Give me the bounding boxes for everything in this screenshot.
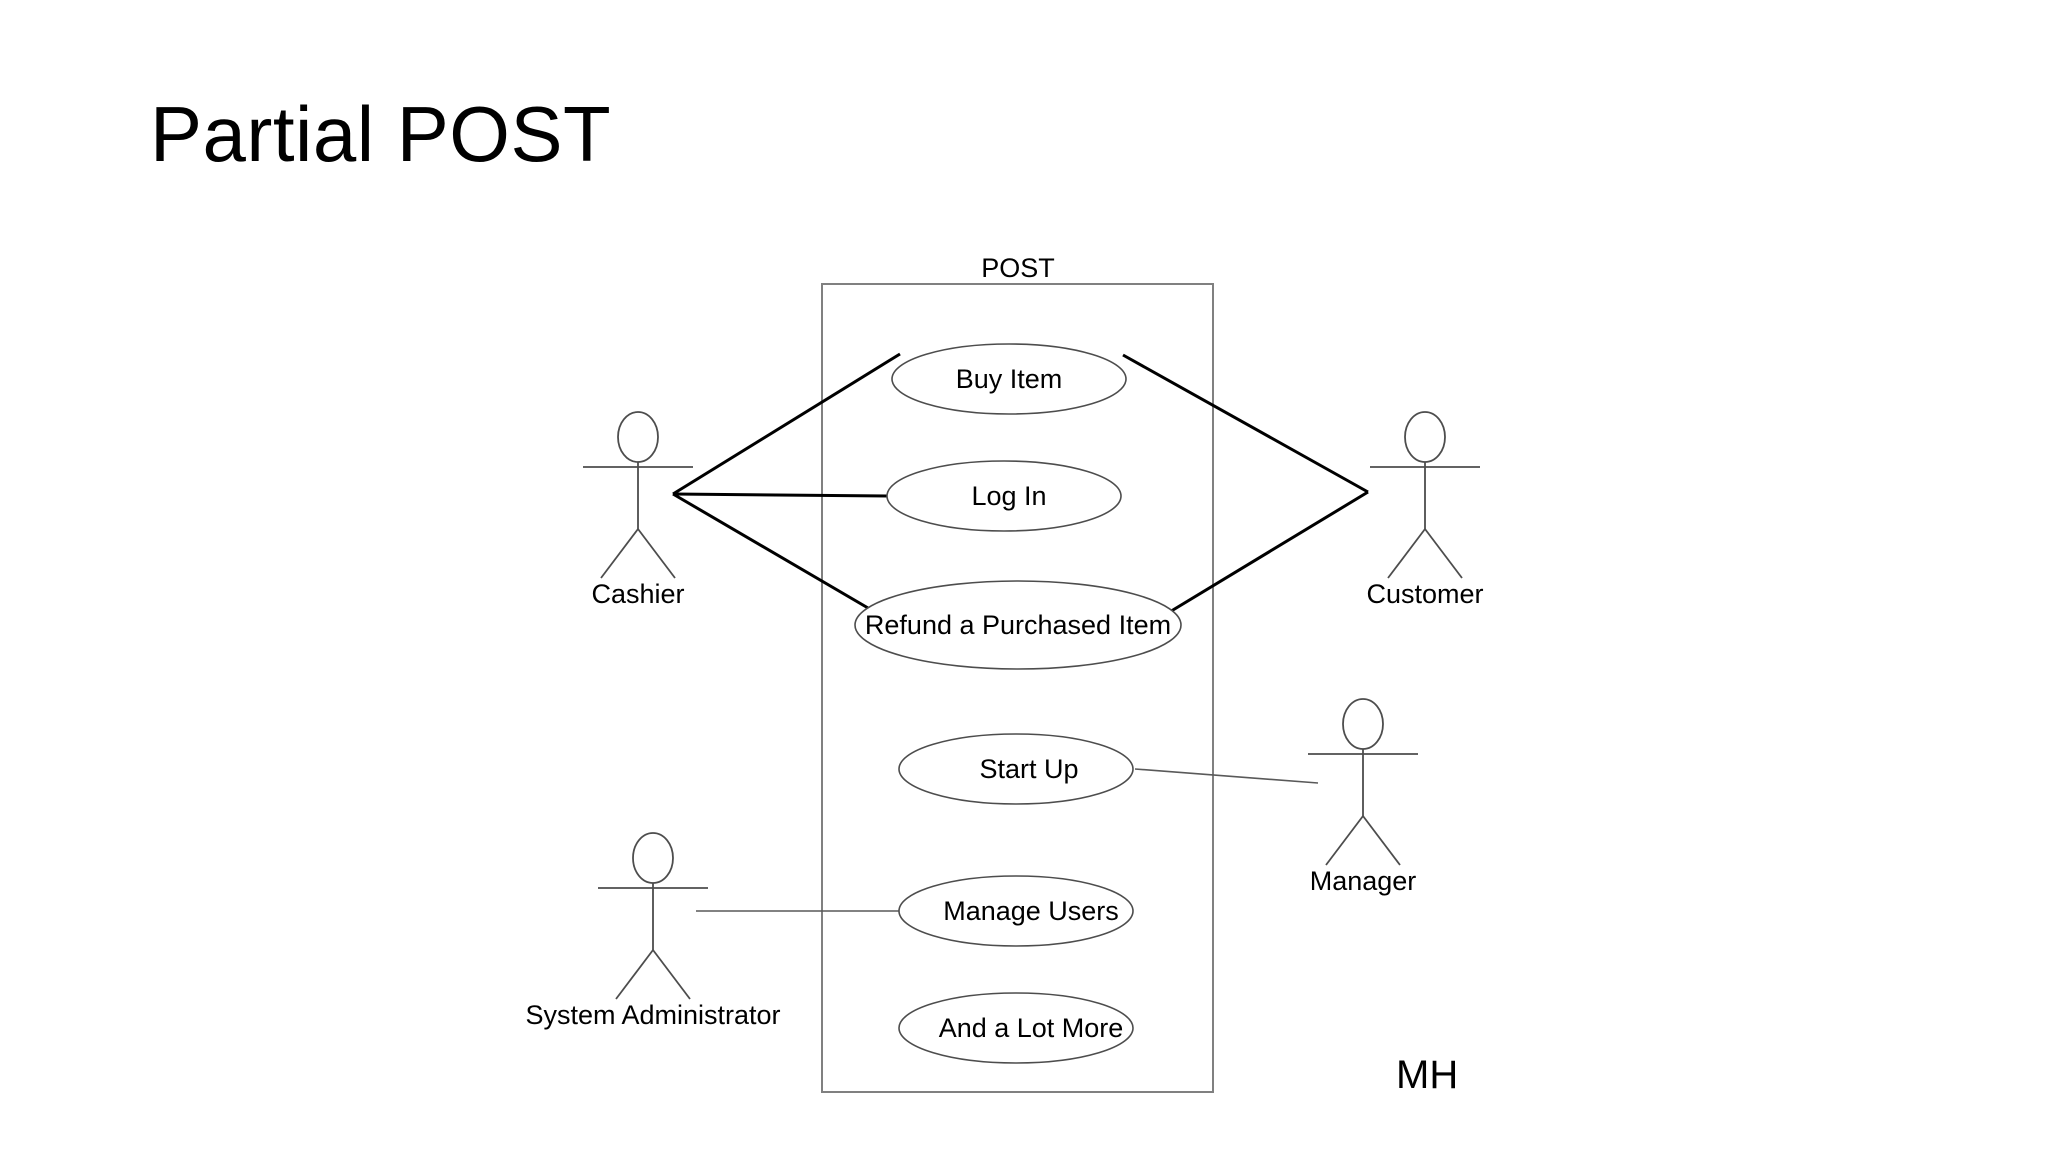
system-boundary-box	[821, 283, 1214, 1093]
actor-leg-left-icon	[1387, 528, 1426, 579]
use-case-buy-item[interactable]: Buy Item	[891, 343, 1127, 415]
actor-cashier[interactable]: Cashier	[583, 411, 693, 609]
use-case-refund-a-purchased-item[interactable]: Refund a Purchased Item	[854, 580, 1182, 670]
actor-label: Customer	[1366, 579, 1483, 609]
use-case-ellipse	[898, 733, 1134, 805]
use-case-ellipse	[886, 460, 1122, 532]
use-case-ellipse	[898, 875, 1134, 947]
use-case-label: Start Up	[979, 754, 1078, 784]
association-cashier-refund	[672, 492, 881, 617]
actor-system-administrator[interactable]: System Administrator	[525, 832, 781, 1030]
association-customer-refund	[1167, 490, 1369, 615]
actor-leg-right-icon	[1362, 815, 1401, 866]
use-case-manage-users[interactable]: Manage Users	[898, 875, 1134, 947]
actor-leg-left-icon	[615, 949, 654, 1000]
actor-head-icon	[632, 832, 674, 884]
use-case-and-a-lot-more[interactable]: And a Lot More	[898, 992, 1134, 1064]
use-case-label: And a Lot More	[939, 1013, 1124, 1043]
actor-label: Manager	[1310, 866, 1417, 896]
actor-leg-right-icon	[652, 949, 691, 1000]
author-signature: MH	[1396, 1053, 1458, 1097]
use-case-ellipse	[854, 580, 1182, 670]
system-boundary-label: POST	[981, 253, 1055, 283]
use-case-label: Buy Item	[956, 364, 1063, 394]
association-cashier-buy-item	[672, 352, 901, 496]
use-case-ellipse	[898, 992, 1134, 1064]
actor-leg-left-icon	[1325, 815, 1364, 866]
actor-leg-right-icon	[1424, 528, 1463, 579]
actor-head-icon	[1404, 411, 1446, 463]
actor-customer[interactable]: Customer	[1366, 411, 1484, 609]
actor-label: Cashier	[591, 579, 684, 609]
use-case-start-up[interactable]: Start Up	[898, 733, 1134, 805]
actor-head-icon	[617, 411, 659, 463]
association-manager-start-up	[1134, 768, 1319, 784]
actor-head-icon	[1342, 698, 1384, 750]
association-customer-buy-item	[1122, 353, 1369, 494]
use-case-ellipse	[891, 343, 1127, 415]
page-title: Partial POST	[150, 90, 612, 178]
use-case-label: Log In	[971, 481, 1046, 511]
use-case-label: Refund a Purchased Item	[865, 610, 1171, 640]
use-case-label: Manage Users	[943, 896, 1119, 926]
association-cashier-log-in	[672, 492, 889, 498]
actor-label: System Administrator	[525, 1000, 780, 1030]
actor-leg-right-icon	[637, 528, 676, 579]
actor-manager[interactable]: Manager	[1308, 698, 1418, 896]
actor-leg-left-icon	[600, 528, 639, 579]
use-case-log-in[interactable]: Log In	[886, 460, 1122, 532]
